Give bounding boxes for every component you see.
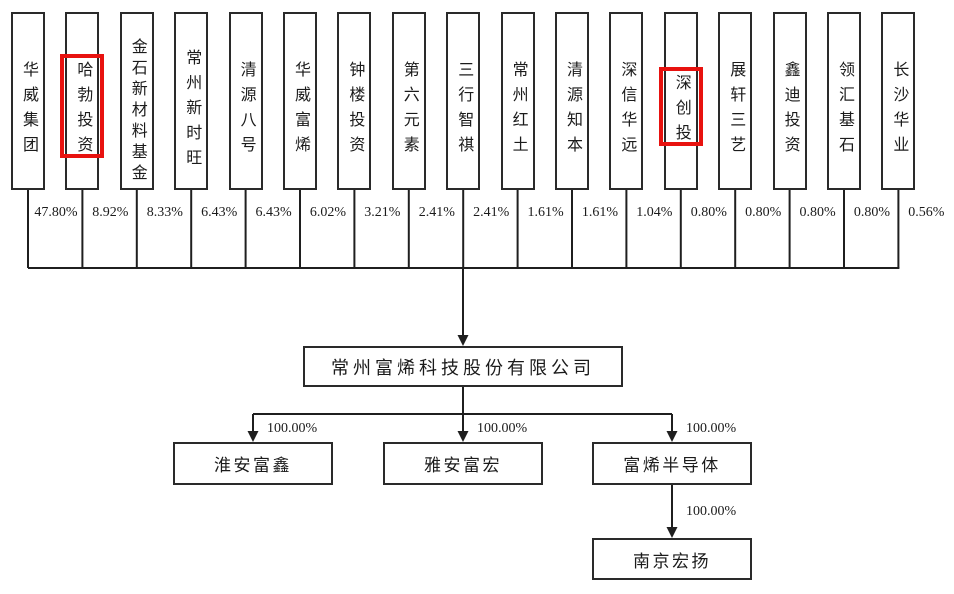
- shareholder-name: 金石新材料基金: [128, 37, 146, 185]
- shareholder-name: 常州新时旺: [183, 48, 201, 174]
- shareholder-name: 展轩三艺: [727, 61, 745, 161]
- shareholder-box: 华威集团: [11, 12, 45, 190]
- shareholder-name: 深创投: [672, 73, 690, 149]
- shareholder-name: 华威富烯: [292, 61, 309, 161]
- shareholder-box: 展轩三艺: [718, 12, 753, 190]
- parent-company-name: 常州富烯科技股份有限公司: [331, 357, 595, 378]
- shareholding-percentage: 1.04%: [636, 205, 673, 220]
- shareholding-percentage: 6.02%: [309, 205, 347, 220]
- shareholding-percentage: 1.61%: [527, 205, 564, 220]
- shareholding-percentage: 0.80%: [853, 205, 891, 220]
- shareholding-percentage: 8.92%: [92, 205, 129, 220]
- shareholder-box: 第六元素: [391, 12, 426, 190]
- shareholding-percentage: 6.43%: [201, 205, 238, 220]
- subsidiary-name: 富烯半导体: [623, 456, 721, 475]
- shareholder-box: 深信华远: [609, 12, 644, 190]
- shareholder-box: 长沙华业: [881, 12, 916, 190]
- shareholder-box: 鑫迪投资: [772, 12, 807, 190]
- sub-subsidiary-box-nanjinghongyang: 南京宏扬: [592, 538, 752, 580]
- red-highlight-rect: [60, 54, 105, 158]
- shareholding-percentage: 3.21%: [364, 205, 401, 220]
- shareholding-percentage: 0.80%: [799, 205, 836, 220]
- subsidiary-box-huaianfuxin: 淮安富鑫: [173, 442, 333, 485]
- shareholding-percentage: 0.80%: [690, 205, 727, 220]
- shareholding-percentage: 6.43%: [255, 205, 292, 220]
- ownership-percentage-label: 100.00%: [267, 421, 318, 436]
- shareholder-name: 华威集团: [20, 61, 37, 161]
- shareholding-percentage: 8.33%: [146, 205, 183, 220]
- shareholding-percentage: 0.80%: [745, 205, 782, 220]
- shareholding-percentage: 2.41%: [418, 205, 455, 220]
- shareholder-name: 常州红土: [509, 61, 527, 161]
- sub-subsidiary-name: 南京宏扬: [633, 551, 711, 571]
- ownership-percentage-label: 100.00%: [477, 421, 528, 436]
- shareholding-percentage: 47.80%: [34, 205, 78, 220]
- shareholder-name: 鑫迪投资: [781, 61, 799, 161]
- shareholder-name: 三行智祺: [455, 61, 473, 161]
- shareholder-box: 三行智祺: [446, 12, 481, 190]
- shareholder-box: 常州新时旺: [174, 12, 209, 190]
- shareholder-name: 第六元素: [400, 61, 418, 161]
- shareholder-box: 华威富烯: [283, 12, 317, 190]
- arrowhead-down-icon: [457, 335, 469, 346]
- shareholding-percentage: 0.56%: [908, 205, 945, 220]
- subsidiary-name: 淮安富鑫: [214, 456, 292, 475]
- shareholder-name: 钟楼投资: [346, 61, 364, 161]
- shareholder-box: 哈勃投资: [65, 12, 100, 190]
- shareholder-name: 深信华远: [618, 61, 636, 161]
- shareholder-box: 清源八号: [228, 12, 263, 190]
- red-highlight-rect: [658, 66, 703, 146]
- shareholding-percentage: 1.61%: [581, 205, 619, 220]
- shareholder-box: 深创投: [663, 12, 698, 190]
- shareholder-box: 清源知本: [555, 12, 589, 190]
- parent-company-box: 常州富烯科技股份有限公司: [303, 346, 623, 387]
- shareholder-name: 哈勃投资: [74, 61, 92, 161]
- shareholder-name: 长沙华业: [890, 61, 908, 161]
- ownership-percentage-label: 100.00%: [686, 504, 737, 519]
- shareholder-box: 钟楼投资: [337, 12, 372, 190]
- ownership-percentage-label: 100.00%: [686, 421, 737, 436]
- shareholder-box: 金石新材料基金: [119, 12, 154, 190]
- subsidiary-box-fuxibandaoti: 富烯半导体: [592, 442, 752, 485]
- arrowhead-down-icon: [666, 527, 678, 538]
- shareholder-name: 清源八号: [237, 61, 255, 161]
- arrowhead-down-icon: [247, 431, 259, 442]
- shareholding-percentage: 2.41%: [473, 205, 510, 220]
- shareholder-box: 领汇基石: [827, 12, 861, 190]
- arrowhead-down-icon: [457, 431, 469, 442]
- subsidiary-name: 雅安富宏: [424, 456, 502, 475]
- shareholder-box: 常州红土: [500, 12, 535, 190]
- subsidiary-box-yaanfuhong: 雅安富宏: [383, 442, 543, 485]
- arrowhead-down-icon: [666, 431, 678, 442]
- shareholder-name: 清源知本: [564, 61, 581, 161]
- shareholder-name: 领汇基石: [836, 61, 853, 161]
